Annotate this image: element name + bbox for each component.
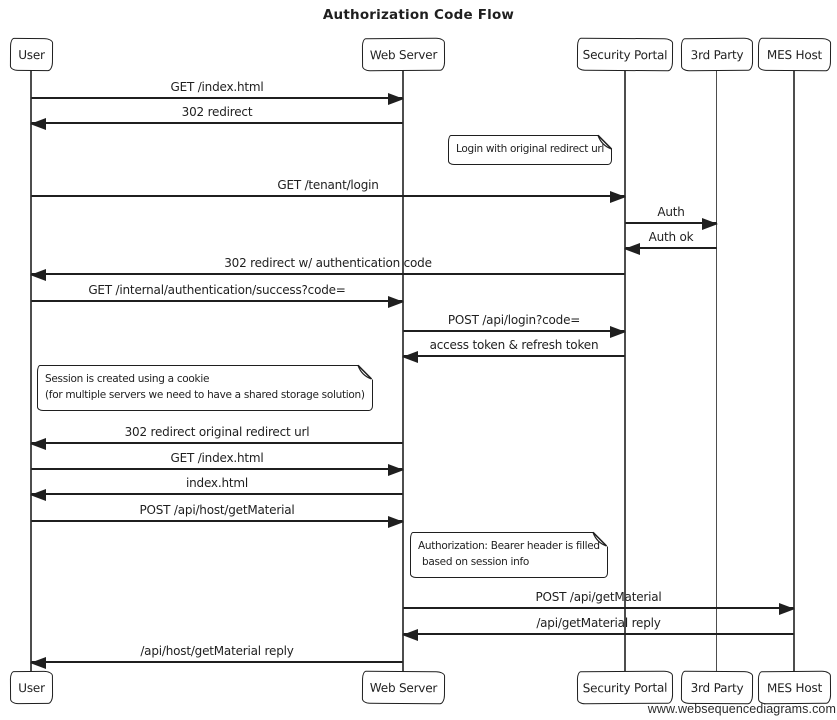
message-line: [30, 488, 403, 501]
note-text-line: Session is created using a cookie: [45, 373, 210, 385]
arrowhead-left-icon: [624, 242, 640, 255]
message-label: POST /api/login?code=: [447, 313, 581, 327]
actor-box-bottom-user: User: [9, 670, 54, 705]
message-auth-ok: Auth ok: [624, 229, 717, 255]
message-label: GET /index.html: [170, 80, 264, 94]
arrowhead-left-icon: [30, 656, 46, 669]
arrowhead-right-icon: [610, 325, 626, 338]
message-label: GET /tenant/login: [277, 178, 379, 192]
arrowhead-left-icon: [30, 268, 46, 281]
lifeline-web-server: [402, 71, 404, 672]
message-line: [625, 217, 718, 230]
message-label: GET /index.html: [170, 451, 264, 465]
message-post-api-login: POST /api/login?code=: [403, 312, 626, 338]
actor-box-bottom-web-server: Web Server: [361, 670, 446, 705]
actor-box-top-web-server: Web Server: [361, 37, 446, 72]
actor-box-bottom-mes-host: MES Host: [757, 670, 832, 705]
message-line: [402, 350, 625, 363]
message-access-refresh-token: access token & refresh token: [402, 337, 625, 363]
actor-box-top-user: User: [9, 37, 54, 72]
arrowhead-right-icon: [388, 295, 404, 308]
message-api-getmaterial-reply: /api/getMaterial reply: [402, 615, 794, 641]
message-line: [30, 656, 403, 669]
note-session-cookie: Session is created using a cookie (for m…: [37, 364, 374, 411]
diagram-title: Authorization Code Flow: [322, 7, 515, 23]
arrowhead-left-icon: [402, 628, 418, 641]
watermark-websequencediagrams: www.websequencediagrams.com: [647, 702, 836, 716]
actor-box-top-3rd-party: 3rd Party: [680, 37, 754, 72]
lifeline-3rd-party: [715, 71, 718, 672]
message-line: [30, 268, 625, 281]
arrowhead-right-icon: [702, 217, 718, 230]
message-302-redirect-auth-code: 302 redirect w/ authentication code: [30, 255, 625, 281]
note-login-redirect: Login with original redirect url: [448, 134, 613, 165]
note-fold-icon: [592, 531, 609, 548]
note-text: Login with original redirect url: [456, 143, 605, 155]
arrowhead-left-icon: [402, 350, 418, 363]
message-get-index-html-2: GET /index.html: [31, 450, 404, 476]
message-line: [31, 190, 626, 203]
message-line: [30, 117, 403, 130]
message-api-host-getmaterial-reply: /api/host/getMaterial reply: [30, 643, 403, 669]
message-post-api-host-getmaterial: POST /api/host/getMaterial: [31, 502, 404, 528]
message-302-redirect-original-url: 302 redirect original redirect url: [30, 424, 403, 450]
message-label: POST /api/host/getMaterial: [139, 503, 295, 517]
message-line: [31, 515, 404, 528]
message-line: [31, 295, 404, 308]
note-fold-icon: [596, 134, 613, 151]
message-label: /api/getMaterial reply: [536, 616, 661, 630]
lifeline-security-portal: [624, 71, 626, 672]
message-auth: Auth: [625, 204, 718, 230]
message-index-html-reply: index.html: [30, 475, 403, 501]
lifeline-mes-host: [793, 71, 795, 672]
note-fold-icon: [357, 364, 374, 381]
arrowhead-right-icon: [388, 515, 404, 528]
message-302-redirect: 302 redirect: [30, 104, 403, 130]
lifeline-user: [30, 70, 32, 672]
message-post-api-getmaterial: POST /api/getMaterial: [403, 589, 795, 615]
message-line: [31, 463, 404, 476]
actor-box-bottom-security-portal: Security Portal: [576, 670, 674, 705]
message-label: POST /api/getMaterial: [535, 590, 662, 604]
actor-box-top-security-portal: Security Portal: [576, 37, 674, 72]
message-line: [31, 92, 404, 105]
arrowhead-right-icon: [388, 92, 404, 105]
message-label: 302 redirect original redirect url: [124, 425, 310, 439]
arrowhead-right-icon: [388, 463, 404, 476]
note-text-line: Authorization: Bearer header is filled: [418, 540, 600, 552]
message-line: [403, 325, 626, 338]
message-label: 302 redirect w/ authentication code: [224, 256, 432, 270]
arrowhead-left-icon: [30, 117, 46, 130]
message-label: access token & refresh token: [429, 338, 599, 352]
message-line: [403, 602, 795, 615]
message-label: /api/host/getMaterial reply: [140, 644, 294, 658]
arrowhead-left-icon: [30, 437, 46, 450]
message-get-tenant-login: GET /tenant/login: [31, 177, 626, 203]
arrowhead-left-icon: [30, 488, 46, 501]
message-line: [402, 628, 794, 641]
note-text-line: based on session info: [422, 555, 530, 568]
message-get-auth-success: GET /internal/authentication/success?cod…: [31, 282, 404, 308]
message-line: [30, 437, 403, 450]
arrowhead-right-icon: [610, 190, 626, 203]
message-label: 302 redirect: [181, 105, 253, 119]
arrowhead-right-icon: [779, 602, 795, 615]
actor-box-top-mes-host: MES Host: [757, 37, 832, 72]
message-label: index.html: [186, 476, 248, 490]
note-bearer-header: Authorization: Bearer header is filled b…: [410, 531, 609, 578]
message-line: [624, 242, 717, 255]
note-text-line: (for multiple servers we need to have a …: [45, 388, 365, 401]
message-label: Auth: [657, 205, 685, 219]
message-label: Auth ok: [648, 230, 694, 244]
message-get-index-html: GET /index.html: [31, 79, 404, 105]
actor-box-bottom-3rd-party: 3rd Party: [680, 670, 754, 705]
message-label: GET /internal/authentication/success?cod…: [88, 283, 346, 297]
